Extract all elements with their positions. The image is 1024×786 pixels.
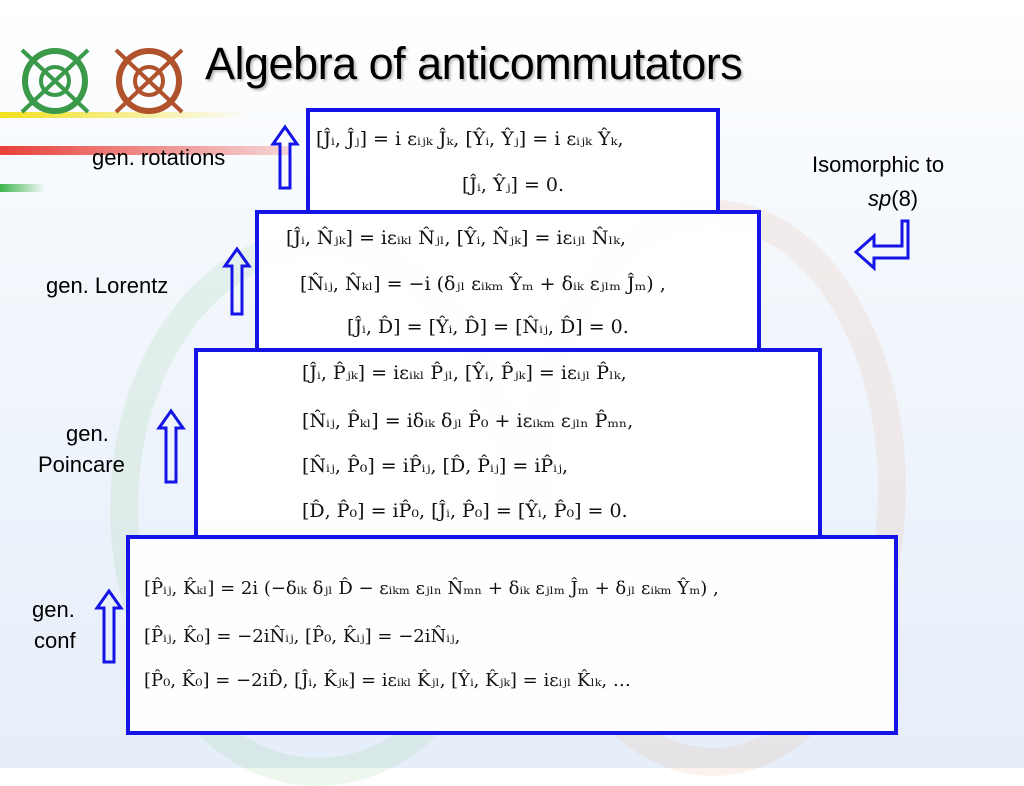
equation-poincare-1: [Ĵᵢ, P̂ⱼₖ] = iεᵢₖₗ P̂ⱼₗ, [Ŷᵢ, P̂ⱼₖ] = iε… <box>302 362 627 384</box>
poincare-box <box>194 348 822 540</box>
label-gen-rotations: gen. rotations <box>92 145 226 170</box>
equation-rotations-1: [Ĵᵢ, Ĵⱼ] = i εᵢⱼₖ Ĵₖ, [Ŷᵢ, Ŷⱼ] = i εᵢⱼₖ … <box>316 128 624 150</box>
arrow-up-conf-icon <box>94 588 124 664</box>
equation-lorentz-2: [N̂ᵢⱼ, N̂ₖₗ] = −i (δⱼₗ εᵢₖₘ Ŷₘ + δᵢₖ εⱼₗ… <box>300 273 666 295</box>
label-gen-lorentz: gen. Lorentz <box>46 273 169 298</box>
label-gen-conf-line2: conf <box>34 628 76 653</box>
equation-lorentz-3: [Ĵᵢ, D̂] = [Ŷᵢ, D̂] = [N̂ᵢⱼ, D̂] = 0. <box>347 316 629 338</box>
yellow-stripe <box>0 112 250 118</box>
equation-poincare-2: [N̂ᵢⱼ, P̂ₖₗ] = iδᵢₖ δⱼₗ P̂₀ + iεᵢₖₘ εⱼₗₙ… <box>302 410 634 432</box>
rotations-box <box>306 108 720 214</box>
equation-lorentz-1: [Ĵᵢ, N̂ⱼₖ] = iεᵢₖₗ N̂ⱼₗ, [Ŷᵢ, N̂ⱼₖ] = iε… <box>286 227 627 249</box>
arrow-up-lorentz-icon <box>222 246 252 316</box>
equation-conformal-2: [P̂ᵢⱼ, K̂₀] = −2iN̂ᵢⱼ, [P̂₀, K̂ᵢⱼ] = −2i… <box>144 626 461 647</box>
equation-conformal-3: [P̂₀, K̂₀] = −2iD̂, [Ĵᵢ, K̂ⱼₖ] = iεᵢₖₗ K… <box>144 670 631 691</box>
logo-orange-wheel-icon <box>114 48 184 114</box>
green-stripe <box>0 184 45 192</box>
isomorphic-sp: sp <box>868 186 892 211</box>
label-gen-conf-line1: gen. <box>32 597 75 622</box>
equation-poincare-4: [D̂, P̂₀] = iP̂₀, [Ĵᵢ, P̂₀] = [Ŷᵢ, P̂₀] … <box>302 500 628 522</box>
conformal-box <box>126 535 898 735</box>
arrow-bent-left-icon <box>853 219 910 272</box>
red-stripe <box>0 146 290 155</box>
slide-title: Algebra of anticommutators <box>205 38 743 89</box>
arrow-up-poincare-icon <box>156 408 186 484</box>
equation-rotations-2: [Ĵᵢ, Ŷⱼ] = 0. <box>462 174 565 196</box>
isomorphic-algebra: sp(8) <box>868 186 918 212</box>
label-gen-poincare-line2: Poincare <box>38 452 125 477</box>
equation-conformal-1: [P̂ᵢⱼ, K̂ₖₗ] = 2i (−δᵢₖ δⱼₗ D̂ − εᵢₖₘ εⱼ… <box>144 578 719 599</box>
isomorphic-paren: (8) <box>891 186 919 211</box>
isomorphic-label: Isomorphic to <box>812 152 945 177</box>
label-gen-poincare-line1: gen. <box>66 421 109 446</box>
logo-green-wheel-icon <box>20 48 90 114</box>
arrow-up-rotations-icon <box>270 124 300 190</box>
equation-poincare-3: [N̂ᵢⱼ, P̂₀] = iP̂ᵢⱼ, [D̂, P̂ᵢⱼ] = iP̂ᵢⱼ, <box>302 455 569 477</box>
